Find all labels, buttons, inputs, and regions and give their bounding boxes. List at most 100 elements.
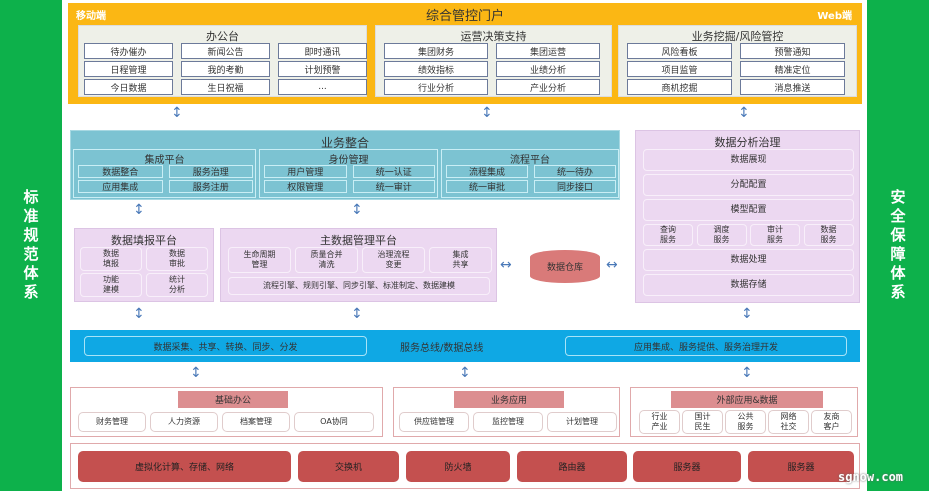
office-item: 今日数据 xyxy=(84,79,173,95)
business-app-group: 业务应用 供应链管理监控管理计划管理 xyxy=(393,387,620,437)
ops-item: 行业分析 xyxy=(384,79,488,95)
bidirectional-arrow-icon: ↕ xyxy=(351,306,363,322)
integration-item: 统一待办 xyxy=(534,165,616,178)
fill-item: 数据 填报 xyxy=(80,247,142,271)
data-warehouse-cylinder: 数据仓库 xyxy=(530,250,600,283)
bidirectional-arrow-icon: ↕ xyxy=(459,365,471,381)
integration-item: 流程集成 xyxy=(446,165,528,178)
mdm-item: 治理流程 变更 xyxy=(362,247,425,273)
ext-item: 国计 民生 xyxy=(682,410,723,434)
mining-item: 风险看板 xyxy=(627,43,732,59)
infra-item: 交换机 xyxy=(298,451,399,482)
ext-item: 公共 服务 xyxy=(725,410,766,434)
basic-title: 基础办公 xyxy=(178,391,288,408)
mining-title: 业务挖掘/风险管控 xyxy=(691,30,784,43)
integration-item: 权限管理 xyxy=(264,180,347,193)
ops-item: 业绩分析 xyxy=(496,61,600,77)
security-label: 安全保障体系 xyxy=(888,188,907,303)
ops-item: 集团运营 xyxy=(496,43,600,59)
fill-item: 功能 建模 xyxy=(80,273,142,297)
bidirectional-arrow-icon: ↕ xyxy=(738,105,750,121)
office-item: 我的考勤 xyxy=(181,61,270,77)
service-bus: 数据采集、共享、转换、同步、分发 服务总线/数据总线 应用集成、服务提供、服务治… xyxy=(70,330,860,362)
ext-title: 外部应用&数据 xyxy=(671,391,823,408)
basic-item: 档案管理 xyxy=(222,412,290,432)
integration-title: 业务整合 xyxy=(320,136,369,150)
bidirectional-arrow-icon: ↕ xyxy=(133,202,145,218)
biz-title: 业务应用 xyxy=(454,391,564,408)
bus-center: 服务总线/数据总线 xyxy=(400,343,484,354)
infra-item: 防火墙 xyxy=(406,451,510,482)
portal-panel: 移动端 综合管控门户 Web端 办公台 待办催办新闻公告即时通讯日程管理我的考勤… xyxy=(68,3,862,104)
infrastructure-layer: 虚拟化计算、存储、网络交换机防火墙路由器服务器服务器 xyxy=(70,443,860,489)
mobile-label: 移动端 xyxy=(76,11,106,22)
office-item: ... xyxy=(278,79,367,95)
ops-item: 产业分析 xyxy=(496,79,600,95)
web-label: Web端 xyxy=(817,11,852,22)
analysis-row: 数据存储 xyxy=(643,274,854,296)
biz-item: 计划管理 xyxy=(547,412,617,432)
subgroup-title: 身份管理 xyxy=(328,155,369,166)
mining-item: 商机挖掘 xyxy=(627,79,732,95)
infra-item: 虚拟化计算、存储、网络 xyxy=(78,451,291,482)
basic-item: OA协同 xyxy=(294,412,374,432)
office-title: 办公台 xyxy=(206,30,239,43)
infra-item: 服务器 xyxy=(748,451,854,482)
bidirectional-arrow-icon: ↕ xyxy=(190,365,202,381)
data-analysis-panel: 数据分析治理 数据展现分配配置模型配置查询 服务调度 服务审计 服务数据 服务数… xyxy=(635,130,860,303)
mining-group: 业务挖掘/风险管控 风险看板预警通知项目监管精准定位商机挖掘消息推送 xyxy=(618,25,857,97)
ops-item: 绩效指标 xyxy=(384,61,488,77)
ops-group: 运营决策支持 集团财务集团运营绩效指标业绩分析行业分析产业分析 xyxy=(375,25,612,97)
integration-item: 同步接口 xyxy=(534,180,616,193)
master-data-platform: 主数据管理平台 生命周期 管理质量合并 清洗治理流程 变更集成 共享 流程引擎、… xyxy=(220,228,497,302)
office-item: 新闻公告 xyxy=(181,43,270,59)
basic-item: 财务管理 xyxy=(78,412,146,432)
integration-item: 服务注册 xyxy=(168,180,253,193)
fill-item: 数据 审批 xyxy=(146,247,208,271)
integration-subgroup: 身份管理用户管理统一认证权限管理统一审计 xyxy=(259,149,438,198)
office-item: 待办催办 xyxy=(84,43,173,59)
bidirectional-arrow-icon: ↕ xyxy=(133,306,145,322)
fill-item: 统计 分析 xyxy=(146,273,208,297)
integration-item: 统一认证 xyxy=(352,165,435,178)
bidirectional-arrow-icon: ↔ xyxy=(606,257,618,273)
portal-title: 综合管控门户 xyxy=(425,9,504,24)
standards-sidebar: 标准规范体系 xyxy=(0,0,62,491)
subgroup-title: 流程平台 xyxy=(510,155,550,166)
integration-item: 数据整合 xyxy=(78,165,163,178)
integration-item: 服务治理 xyxy=(168,165,253,178)
business-integration-panel: 业务整合 集成平台数据整合服务治理应用集成服务注册身份管理用户管理统一认证权限管… xyxy=(70,130,620,200)
infra-item: 服务器 xyxy=(633,451,741,482)
data-fill-platform: 数据填报平台 数据 填报数据 审批功能 建模统计 分析 xyxy=(74,228,214,302)
office-item: 生日祝福 xyxy=(181,79,270,95)
analysis-service: 数据 服务 xyxy=(803,224,854,246)
analysis-row: 分配配置 xyxy=(643,174,854,196)
analysis-service: 审计 服务 xyxy=(750,224,800,246)
ops-title: 运营决策支持 xyxy=(460,30,527,43)
biz-item: 监控管理 xyxy=(473,412,543,432)
analysis-row: 数据展现 xyxy=(643,149,854,171)
biz-item: 供应链管理 xyxy=(399,412,469,432)
office-item: 日程管理 xyxy=(84,61,173,77)
mdm-item: 集成 共享 xyxy=(429,247,492,273)
ops-item: 集团财务 xyxy=(384,43,488,59)
mdm-title: 主数据管理平台 xyxy=(320,234,397,247)
bus-left: 数据采集、共享、转换、同步、分发 xyxy=(84,336,367,356)
bidirectional-arrow-icon: ↕ xyxy=(741,365,753,381)
bidirectional-arrow-icon: ↕ xyxy=(351,202,363,218)
bidirectional-arrow-icon: ↕ xyxy=(171,105,183,121)
mining-item: 项目监管 xyxy=(627,61,732,77)
analysis-service: 调度 服务 xyxy=(696,224,747,246)
basic-item: 人力资源 xyxy=(150,412,218,432)
integration-item: 应用集成 xyxy=(78,180,163,193)
bidirectional-arrow-icon: ↕ xyxy=(741,306,753,322)
integration-item: 统一审计 xyxy=(352,180,435,193)
infra-item: 路由器 xyxy=(517,451,627,482)
ext-item: 行业 产业 xyxy=(639,410,680,434)
office-item: 计划预警 xyxy=(278,61,367,77)
security-sidebar: 安全保障体系 xyxy=(867,0,929,491)
mining-item: 消息推送 xyxy=(740,79,845,95)
mdm-item: 生命周期 管理 xyxy=(228,247,291,273)
ext-item: 友商 客户 xyxy=(811,410,852,434)
standards-label: 标准规范体系 xyxy=(21,188,40,303)
